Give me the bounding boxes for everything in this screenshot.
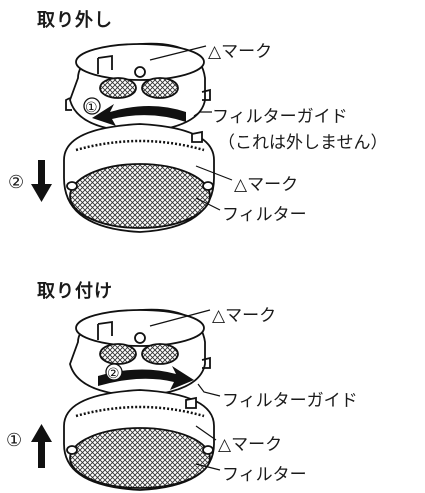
removal-detector-body (65, 42, 211, 133)
removal-filter (63, 123, 215, 233)
attachment-filter (63, 389, 215, 491)
attachment-heading: 取り付け (37, 281, 113, 302)
removal-step2-marker: ② (8, 172, 25, 193)
attachment-step1-marker: ① (6, 430, 23, 451)
attachment-up-arrow (31, 424, 52, 468)
attachment-leader-lines (149, 309, 221, 471)
removal-down-arrow (31, 160, 52, 202)
attachment-mark-top-label: △マーク (212, 306, 277, 326)
attachment-mark-filter-label: △マーク (218, 435, 283, 455)
removal-step1-marker: ① (85, 100, 98, 116)
attachment-filter-label: フィルター (222, 465, 307, 485)
removal-leader-lines (149, 45, 233, 211)
removal-heading: 取り外し (37, 10, 113, 31)
removal-rotate-arrow (92, 104, 186, 126)
removal-mark-top-label: △マーク (208, 42, 273, 62)
removal-mark-filter-label: △マーク (234, 175, 299, 195)
attachment-filter-guide-label: フィルターガイド (222, 391, 358, 411)
removal-guide-note-label: （これは外しません） (218, 133, 388, 153)
removal-filter-label: フィルター (222, 205, 307, 225)
removal-filter-guide-label: フィルターガイド (212, 107, 348, 127)
attachment-step2-marker: ② (107, 366, 120, 382)
attachment-step2-circle (105, 363, 123, 381)
attachment-detector-body (69, 308, 211, 397)
removal-step1-circle (83, 97, 101, 115)
